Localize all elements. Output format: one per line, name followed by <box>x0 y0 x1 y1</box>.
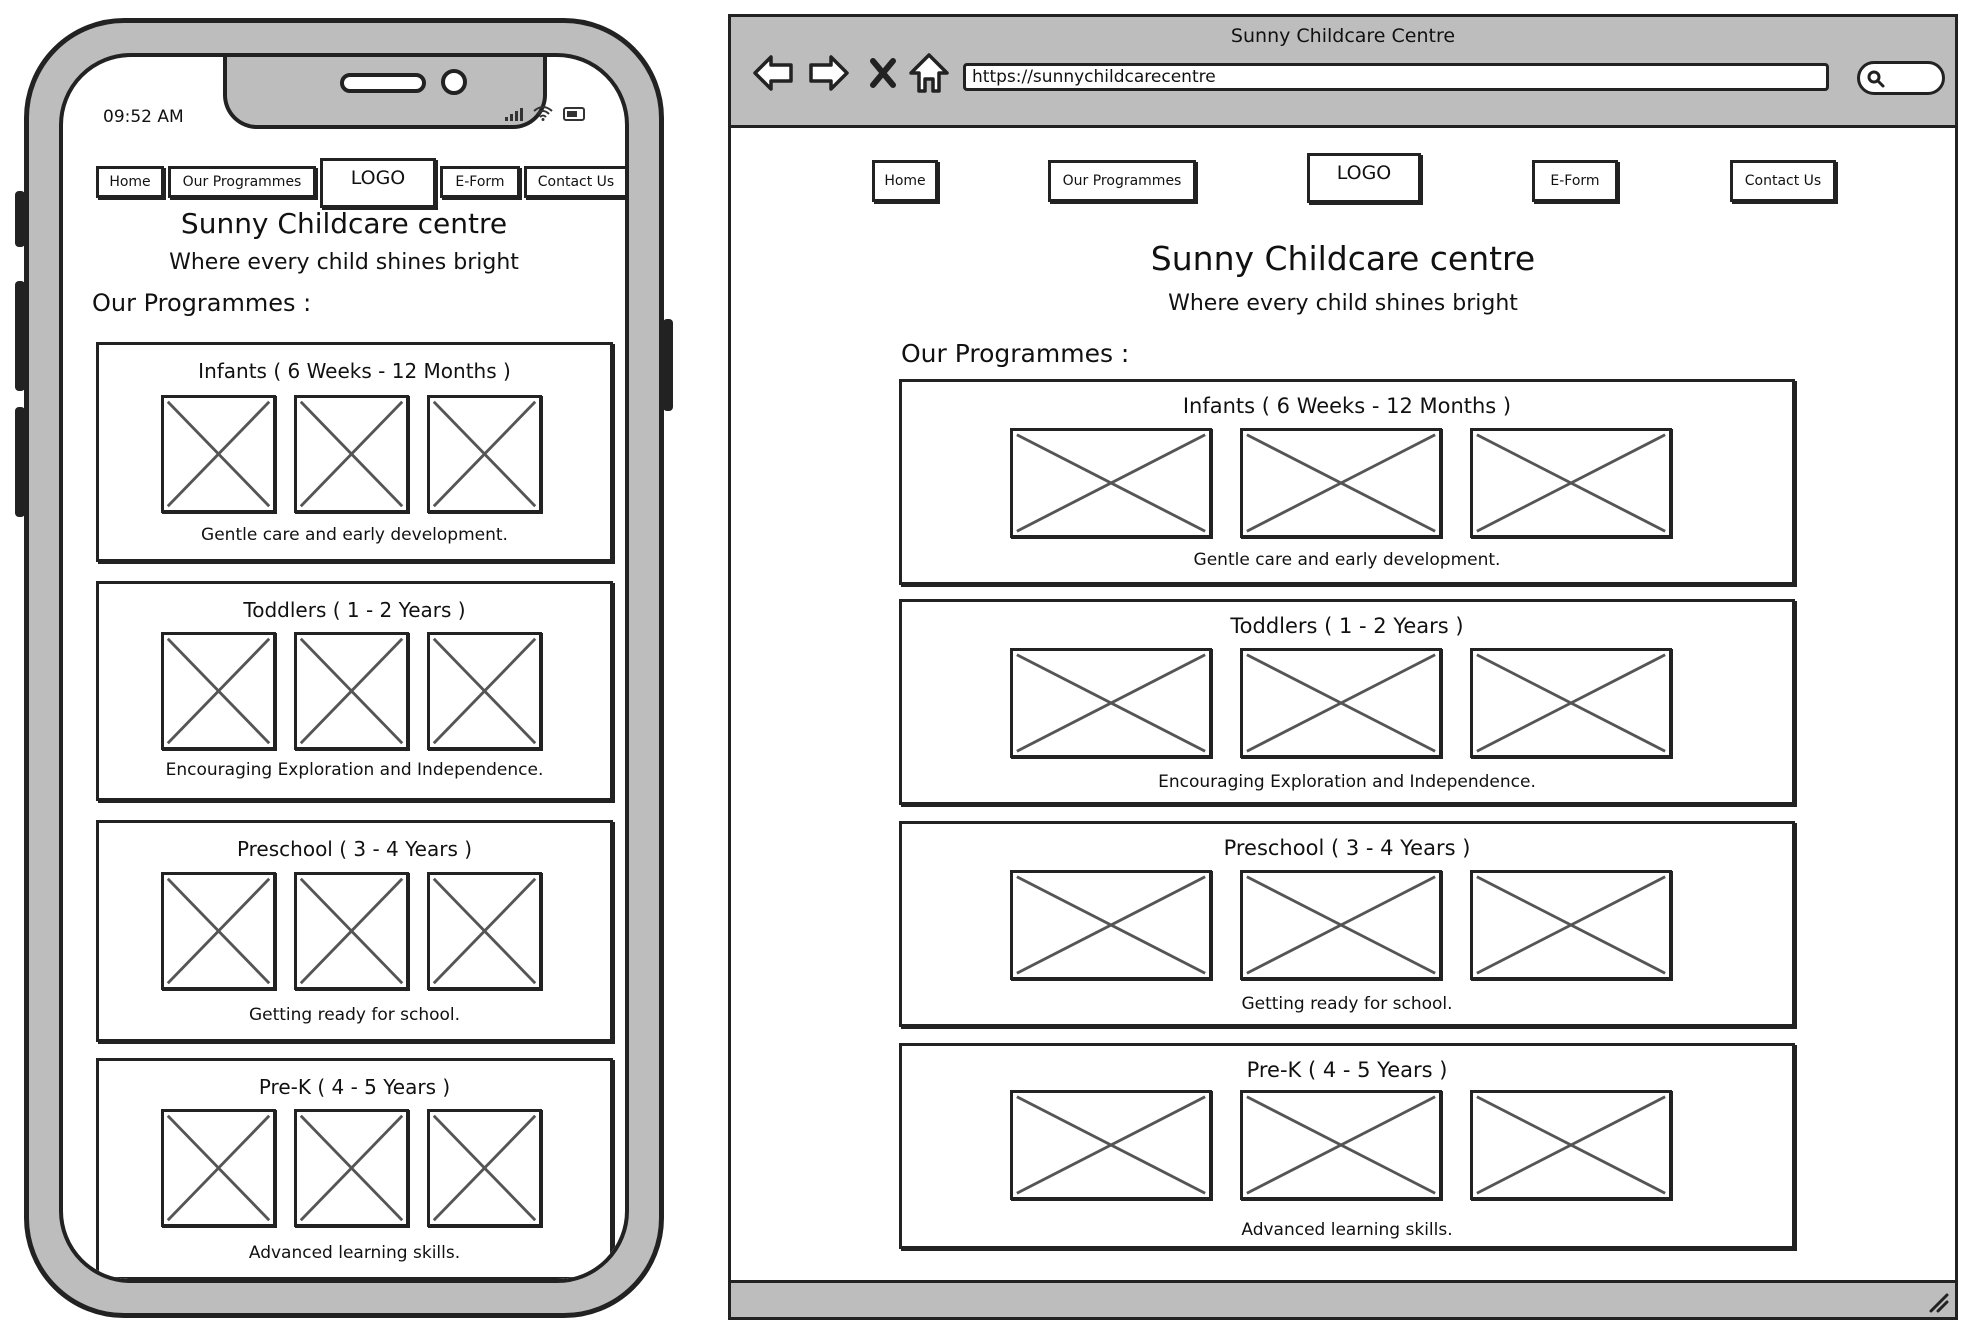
image-placeholder-icon <box>1010 428 1212 538</box>
phone-mockup: 09:52 AM Home Our Programmes LOGO E-Form… <box>15 18 673 1318</box>
tagline: Where every child shines bright <box>1168 291 1518 316</box>
image-placeholder-icon <box>427 395 542 513</box>
browser-window: Sunny Childcare Centre https://sunnychil… <box>728 14 1958 1320</box>
image-placeholder-icon <box>1470 1090 1672 1200</box>
image-placeholder-icon <box>161 395 276 513</box>
nav-home-button[interactable]: Home <box>96 166 164 198</box>
image-placeholder-icon <box>1010 648 1212 758</box>
programme-description: Getting ready for school. <box>248 1005 461 1025</box>
search-field[interactable] <box>1857 61 1945 95</box>
camera-icon <box>441 69 467 95</box>
nav-contact-button[interactable]: Contact Us <box>524 166 625 198</box>
programme-title: Infants ( 6 Weeks - 12 Months ) <box>1182 394 1512 418</box>
phone-screen: 09:52 AM Home Our Programmes LOGO E-Form… <box>59 53 629 1283</box>
nav-contact-button[interactable]: Contact Us <box>1730 160 1836 202</box>
programme-card: Infants ( 6 Weeks - 12 Months ) Gentle c… <box>899 379 1795 585</box>
browser-status-bar <box>731 1280 1955 1317</box>
programme-description: Advanced learning skills. <box>1241 1220 1453 1240</box>
home-icon[interactable] <box>907 51 951 95</box>
signal-icon <box>505 108 523 121</box>
image-placeholder-icon <box>161 1109 276 1227</box>
programme-card: Toddlers ( 1 - 2 Years ) Encouraging Exp… <box>96 581 613 801</box>
programme-title: Pre-K ( 4 - 5 Years ) <box>258 1075 451 1099</box>
browser-toolbar: Sunny Childcare Centre https://sunnychil… <box>731 17 1955 128</box>
programme-title: Infants ( 6 Weeks - 12 Months ) <box>198 359 511 383</box>
resize-grip-icon[interactable] <box>1925 1289 1949 1313</box>
image-placeholder-icon <box>1240 870 1442 980</box>
programme-description: Gentle care and early development. <box>1193 550 1501 570</box>
nav-programmes-button[interactable]: Our Programmes <box>168 166 316 198</box>
back-arrow-icon[interactable] <box>751 51 795 95</box>
image-placeholder-icon <box>1010 870 1212 980</box>
phone-notch <box>223 57 547 129</box>
url-bar[interactable]: https://sunnychildcarecentre <box>963 63 1829 91</box>
logo: LOGO <box>1307 153 1421 203</box>
image-placeholder-icon <box>427 632 542 750</box>
window-title: Sunny Childcare Centre <box>1230 25 1456 47</box>
site-title: Sunny Childcare centre <box>180 207 508 240</box>
programme-title: Toddlers ( 1 - 2 Years ) <box>243 598 466 622</box>
programme-description: Encouraging Exploration and Independence… <box>165 760 544 780</box>
programme-card: Pre-K ( 4 - 5 Years ) Advanced learning … <box>899 1043 1795 1249</box>
logo: LOGO <box>320 158 436 208</box>
nav-eform-button[interactable]: E-Form <box>440 166 520 198</box>
programme-card: Infants ( 6 Weeks - 12 Months ) Gentle c… <box>96 342 613 562</box>
forward-arrow-icon[interactable] <box>807 51 851 95</box>
phone-side-button <box>15 191 25 247</box>
section-heading: Our Programmes : <box>92 289 312 317</box>
programme-card: Preschool ( 3 - 4 Years ) Getting ready … <box>96 820 613 1042</box>
phone-volume-down-button <box>15 407 25 517</box>
phone-volume-up-button <box>15 281 25 391</box>
status-icons <box>505 105 585 121</box>
image-placeholder-icon <box>161 872 276 990</box>
speaker-icon <box>340 73 426 93</box>
image-placeholder-icon <box>1470 870 1672 980</box>
image-placeholder-icon <box>1470 648 1672 758</box>
image-placeholder-icon <box>161 632 276 750</box>
image-placeholder-icon <box>427 872 542 990</box>
nav-programmes-button[interactable]: Our Programmes <box>1048 160 1196 202</box>
nav-home-button[interactable]: Home <box>872 160 938 202</box>
programme-card: Toddlers ( 1 - 2 Years ) Encouraging Exp… <box>899 599 1795 805</box>
programme-title: Preschool ( 3 - 4 Years ) <box>236 837 473 861</box>
status-time: 09:52 AM <box>103 107 184 127</box>
image-placeholder-icon <box>294 632 409 750</box>
search-icon <box>1867 70 1885 88</box>
programme-title: Pre-K ( 4 - 5 Years ) <box>1246 1058 1448 1082</box>
image-placeholder-icon <box>294 1109 409 1227</box>
programme-card: Preschool ( 3 - 4 Years ) Getting ready … <box>899 821 1795 1027</box>
programme-description: Gentle care and early development. <box>201 525 508 545</box>
programme-description: Encouraging Exploration and Independence… <box>1158 772 1536 792</box>
image-placeholder-icon <box>294 872 409 990</box>
programme-card: Pre-K ( 4 - 5 Years ) Advanced learning … <box>96 1058 613 1279</box>
site-title: Sunny Childcare centre <box>1150 239 1536 278</box>
programme-title: Toddlers ( 1 - 2 Years ) <box>1230 614 1464 638</box>
programme-description: Advanced learning skills. <box>248 1243 461 1263</box>
programme-description: Getting ready for school. <box>1241 994 1453 1014</box>
tagline: Where every child shines bright <box>169 250 519 275</box>
image-placeholder-icon <box>1240 1090 1442 1200</box>
wifi-icon <box>533 106 553 121</box>
phone-power-button <box>663 319 673 411</box>
image-placeholder-icon <box>1240 648 1442 758</box>
image-placeholder-icon <box>427 1109 542 1227</box>
image-placeholder-icon <box>1010 1090 1212 1200</box>
image-placeholder-icon <box>294 395 409 513</box>
nav-eform-button[interactable]: E-Form <box>1532 160 1618 202</box>
section-heading: Our Programmes : <box>901 339 1130 368</box>
close-icon[interactable] <box>861 51 905 95</box>
battery-icon <box>563 107 585 121</box>
image-placeholder-icon <box>1470 428 1672 538</box>
programme-title: Preschool ( 3 - 4 Years ) <box>1223 836 1471 860</box>
image-placeholder-icon <box>1240 428 1442 538</box>
